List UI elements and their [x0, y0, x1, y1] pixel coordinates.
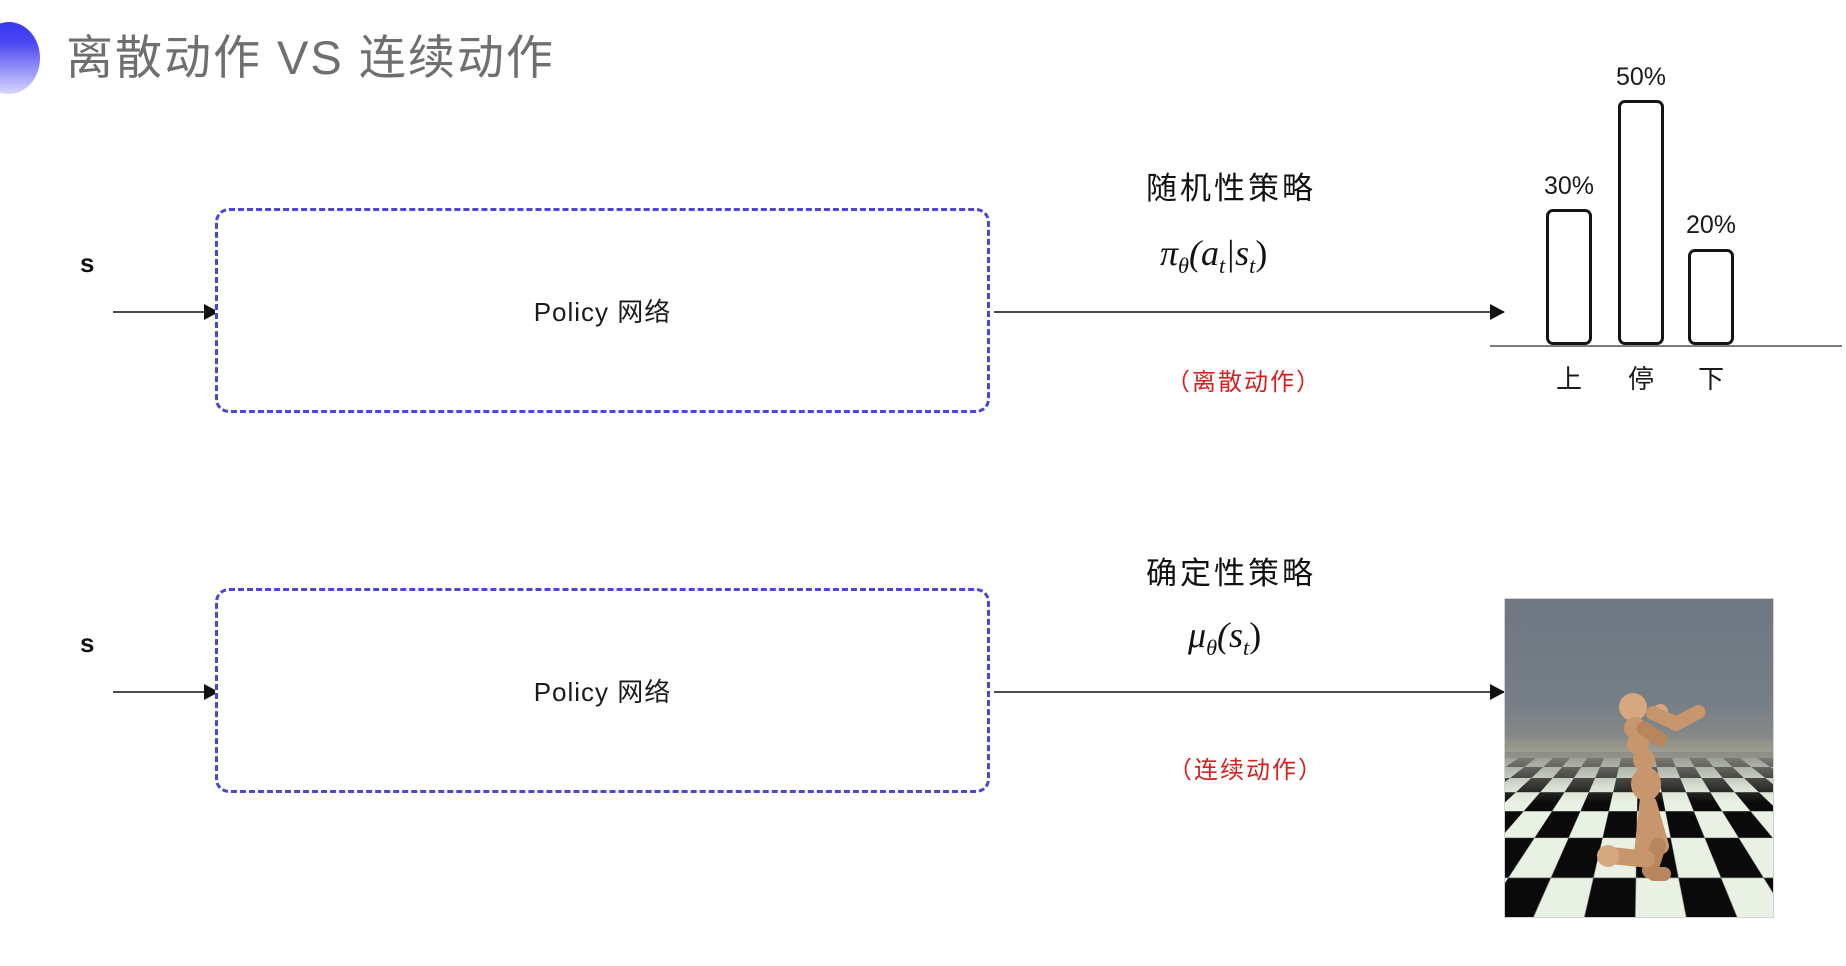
policy-to-output-arrow-discrete [994, 304, 1505, 320]
bar-value-1: 50% [1615, 63, 1667, 91]
policy-type-label-discrete: 随机性策略 [1146, 171, 1316, 206]
bar-value-0: 30% [1543, 172, 1595, 200]
humanoid-simulation-image [1504, 598, 1774, 918]
state-input-label-discrete: s [80, 248, 95, 278]
policy-type-label-continuous: 确定性策略 [1146, 556, 1316, 591]
formula-mid: |s [1225, 233, 1250, 273]
state-to-policy-arrow-discrete [113, 304, 219, 320]
formula-a-sub: t [1219, 253, 1226, 279]
action-type-label-discrete: （离散动作） [1166, 369, 1322, 396]
formula-theta-2: θ [1206, 635, 1218, 661]
state-input-label-continuous: s [80, 628, 95, 658]
humanoid-right-foot [1647, 867, 1671, 881]
humanoid-left-foot [1597, 845, 1619, 867]
humanoid-head [1619, 693, 1647, 721]
formula-open-s: (s [1217, 615, 1244, 655]
bar-category-2: 下 [1697, 364, 1725, 394]
bar-category-1: 停 [1627, 364, 1655, 394]
chart-baseline [1490, 345, 1842, 347]
bar-category-0: 上 [1555, 364, 1583, 394]
policy-network-label-discrete: Policy 网络 [533, 297, 672, 327]
page-title: 离散动作 VS 连续动作 [66, 31, 555, 84]
policy-network-box-continuous[interactable]: Policy 网络 [215, 588, 990, 793]
action-type-label-continuous: （连续动作） [1168, 757, 1324, 784]
action-probability-bar-chart: 30% 上 50% 停 20% 下 [1490, 63, 1842, 440]
formula-close: ) [1255, 233, 1268, 273]
bar-value-2: 20% [1685, 211, 1737, 239]
formula-theta: θ [1178, 253, 1190, 279]
policy-to-output-arrow-continuous [994, 684, 1505, 700]
humanoid-lower-torso [1633, 749, 1655, 771]
formula-close-2: ) [1249, 615, 1262, 655]
policy-formula-discrete: πθ(at|st) [1160, 232, 1267, 279]
policy-formula-continuous: μθ(st) [1188, 614, 1261, 661]
policy-network-box-discrete[interactable]: Policy 网络 [215, 208, 990, 413]
formula-mu: μ [1188, 615, 1207, 655]
title-decoration-icon [0, 22, 40, 94]
formula-open-a: (a [1189, 233, 1220, 273]
formula-pi: π [1160, 233, 1179, 273]
policy-network-label-continuous: Policy 网络 [533, 677, 672, 707]
formula-s-sub: t [1249, 253, 1256, 279]
bar-rect-0 [1546, 209, 1592, 345]
bar-rect-1 [1618, 100, 1664, 345]
bar-rect-2 [1688, 249, 1734, 345]
formula-s-sub-2: t [1243, 635, 1250, 661]
state-to-policy-arrow-continuous [113, 684, 219, 700]
